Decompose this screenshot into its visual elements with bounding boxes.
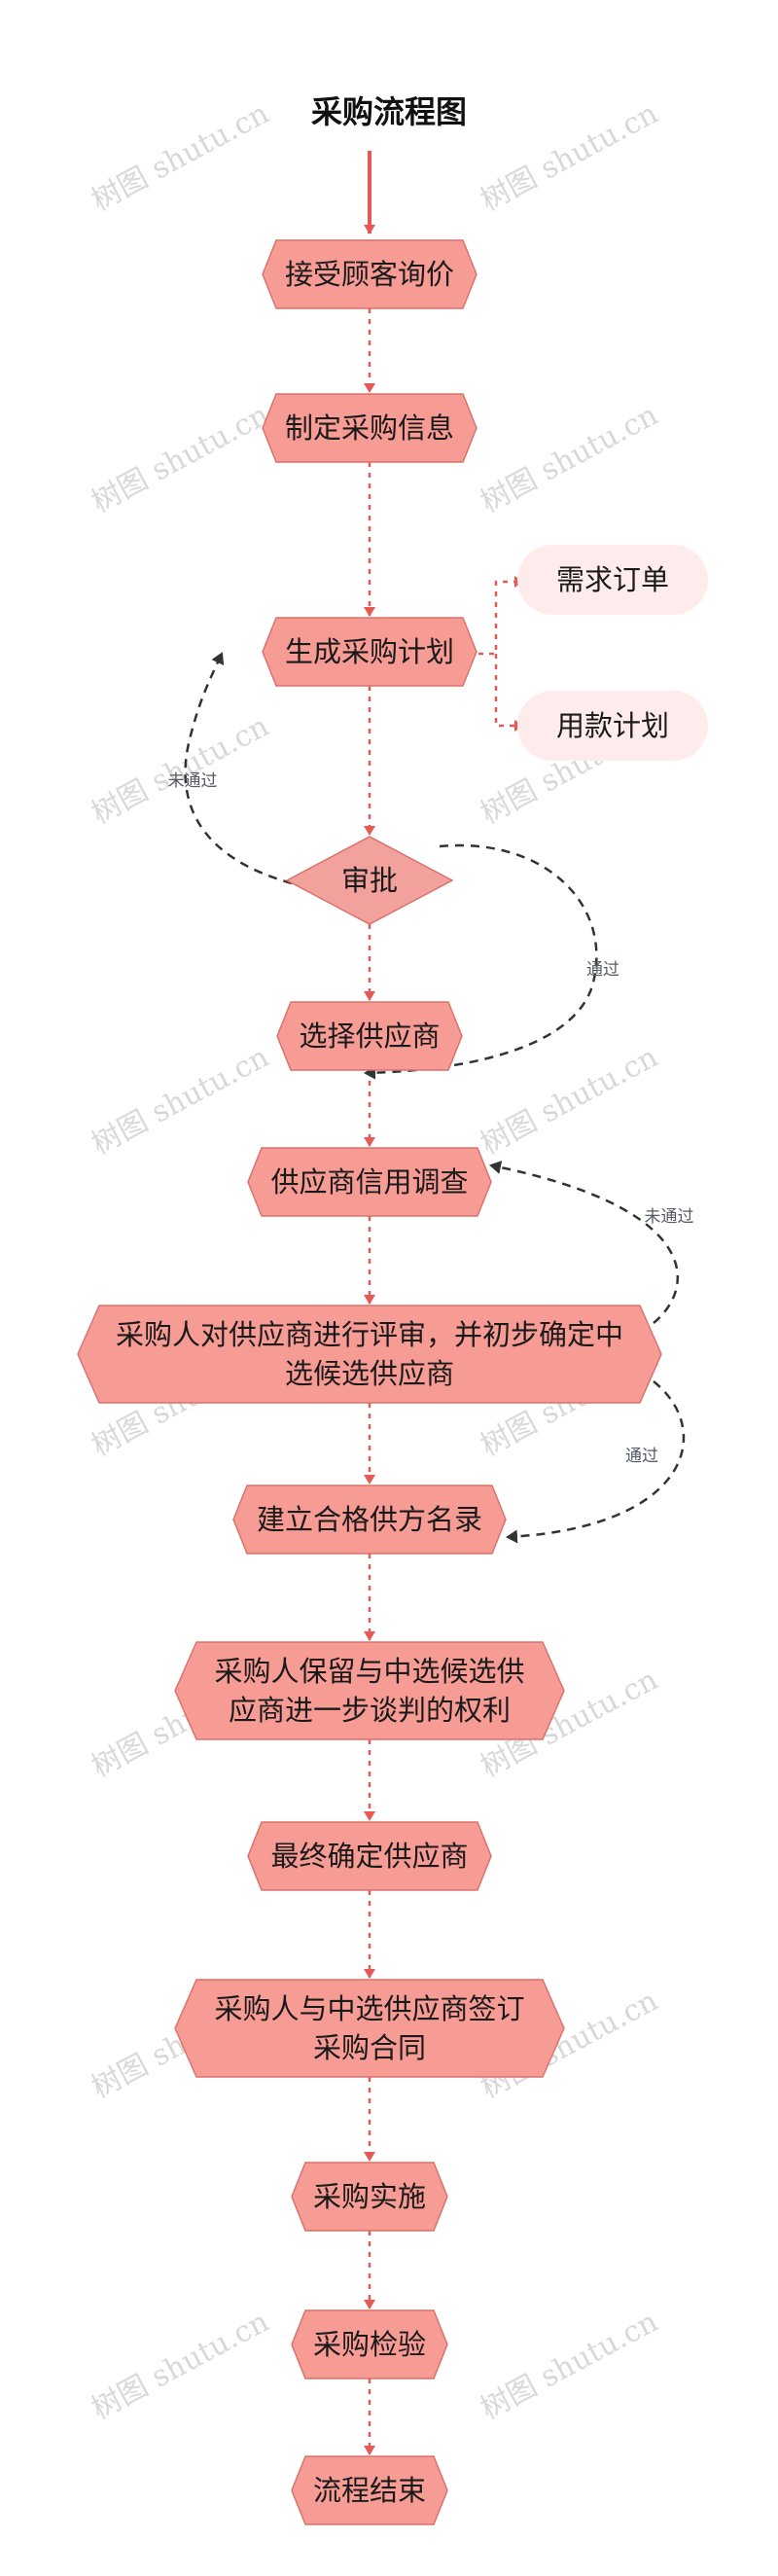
node-label: 制定采购信息 — [285, 411, 454, 445]
process-box — [262, 239, 477, 309]
node-label: 采购人对供应商进行评审，并初步确定中 — [116, 1318, 623, 1351]
watermark-text: 树图 shutu.cn — [476, 2305, 664, 2426]
process-box — [291, 2309, 448, 2379]
node-label: 选候选供应商 — [285, 1357, 454, 1390]
process-box — [77, 1305, 662, 1404]
flow-node-n3: 生成采购计划 — [262, 617, 477, 687]
edge-label-reject-2: 未通过 — [645, 1207, 694, 1227]
pass-loop-1 — [364, 843, 598, 1080]
process-box — [232, 1485, 507, 1555]
side-item: 需求订单 — [517, 545, 708, 615]
side-item-label: 需求订单 — [556, 563, 669, 596]
watermark-text: 树图 shutu.cn — [87, 398, 275, 519]
edge-label-pass-1: 通过 — [586, 960, 619, 980]
flow-node-n4: 选择供应商 — [276, 1001, 463, 1071]
side-connector-budget — [494, 654, 524, 732]
flow-node-n7: 建立合格供方名录 — [232, 1485, 507, 1555]
reject-loop-1 — [184, 652, 293, 885]
process-box — [291, 2455, 448, 2525]
process-box — [291, 2162, 448, 2232]
node-label: 建立合格供方名录 — [257, 1503, 482, 1536]
node-label: 采购人保留与中选候选供 — [214, 1655, 524, 1688]
decision-diamond — [285, 836, 454, 925]
watermark-text: 树图 shutu.cn — [87, 709, 275, 831]
process-box — [174, 1979, 565, 2078]
side-item-label: 用款计划 — [556, 709, 669, 742]
pass-loop-2 — [506, 1380, 686, 1544]
side-item-pill — [517, 545, 708, 615]
flow-node-d1: 审批 — [285, 836, 454, 925]
node-label: 采购检验 — [313, 2328, 426, 2361]
process-box — [174, 1641, 565, 1740]
flow-node-n2: 制定采购信息 — [262, 393, 477, 463]
reject-loop-2 — [489, 1161, 680, 1324]
flow-node-n11: 采购实施 — [291, 2162, 448, 2232]
side-item-pill — [517, 691, 708, 761]
node-label: 接受顾客询价 — [285, 258, 454, 291]
watermark-text: 树图 shutu.cn — [476, 1040, 664, 1162]
process-box — [247, 1147, 492, 1217]
node-label: 选择供应商 — [299, 1020, 440, 1053]
flow-node-n5: 供应商信用调查 — [247, 1147, 492, 1217]
node-label: 应商进一步谈判的权利 — [229, 1694, 511, 1727]
watermark-text: 树图 shutu.cn — [476, 96, 664, 218]
node-label: 生成采购计划 — [285, 635, 454, 668]
process-box — [262, 617, 477, 687]
watermark-text: 树图 shutu.cn — [87, 2305, 275, 2426]
node-label: 采购实施 — [313, 2180, 426, 2213]
flow-node-n13: 流程结束 — [291, 2455, 448, 2525]
side-connector-order — [478, 576, 524, 656]
side-item: 用款计划 — [517, 691, 708, 761]
node-label: 采购合同 — [313, 2031, 426, 2064]
watermark-text: 树图 shutu.cn — [476, 398, 664, 519]
flow-node-n12: 采购检验 — [291, 2309, 448, 2379]
process-box — [276, 1001, 463, 1071]
edge-label-reject-1: 未通过 — [168, 771, 218, 791]
diagram-title: 采购流程图 — [311, 93, 467, 130]
watermark-text: 树图 shutu.cn — [87, 96, 275, 218]
node-label: 采购人与中选供应商签订 — [214, 1992, 524, 2025]
node-layer: 接受顾客询价制定采购信息生成采购计划审批选择供应商供应商信用调查采购人对供应商进… — [77, 239, 662, 2525]
edge-label-pass-2: 通过 — [625, 1447, 658, 1466]
node-label: 最终确定供应商 — [270, 1840, 468, 1873]
node-label: 审批 — [341, 864, 398, 897]
flow-node-n1: 接受顾客询价 — [262, 239, 477, 309]
flow-node-n9: 最终确定供应商 — [247, 1821, 492, 1891]
node-label: 供应商信用调查 — [270, 1165, 468, 1199]
connector-layer — [184, 151, 686, 2455]
process-box — [247, 1821, 492, 1891]
watermark-text: 树图 shutu.cn — [87, 1040, 275, 1162]
node-label: 流程结束 — [313, 2474, 426, 2507]
process-box — [262, 393, 477, 463]
